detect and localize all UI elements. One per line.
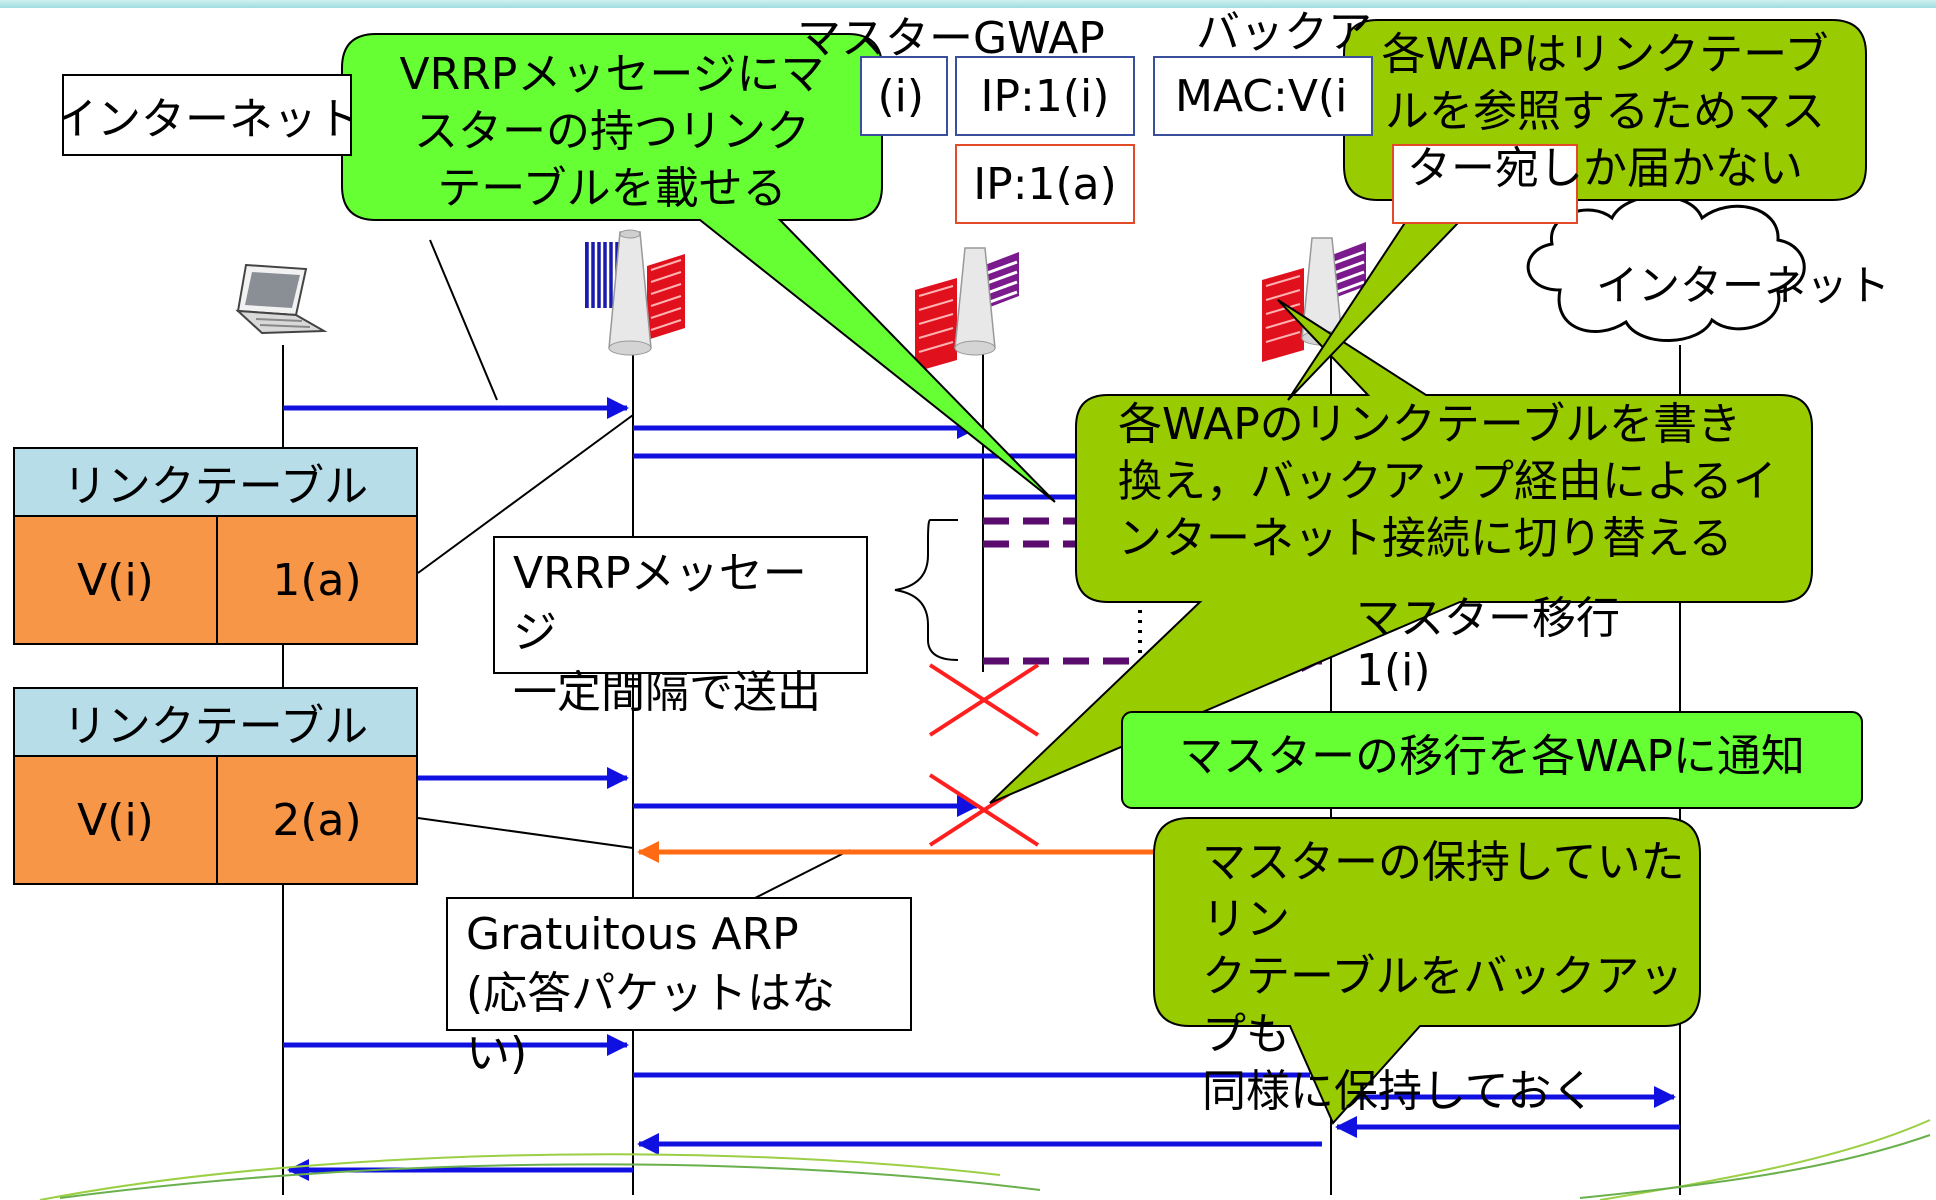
master-transition-ip: 1(i) bbox=[1356, 645, 1431, 696]
link-table-1-title: リンクテーブル bbox=[13, 447, 418, 517]
master-gwap-title: マスターGWAP bbox=[797, 13, 1105, 64]
vrrp-interval-brace bbox=[894, 519, 959, 661]
master-gwap-icon bbox=[915, 247, 1019, 372]
internet-left-box: インターネット bbox=[62, 74, 352, 156]
callout-only-master-reached: 各WAPはリンクテーブ ルを参照するためマス ター宛しか届かない bbox=[1381, 29, 1829, 195]
callout-vrrp-carries-table-shape bbox=[341, 33, 1056, 503]
callout-rewrite-tables: 各WAPのリンクテーブルを書き 換え，バックアップ経由によるイ ンターネット接続… bbox=[1118, 399, 1777, 565]
pointer-line-table2 bbox=[417, 817, 634, 849]
master-mac-box: (i) bbox=[860, 56, 948, 136]
link-table-2-value: 2(a) bbox=[216, 757, 418, 885]
slide-top-band bbox=[0, 0, 1936, 8]
laptop-icon bbox=[235, 263, 328, 335]
footer-swoosh bbox=[39, 1119, 1931, 1200]
link-table-1-value: 1(a) bbox=[216, 517, 418, 645]
internet-cloud-label: インターネット bbox=[1596, 261, 1891, 310]
master-ip-a-box: IP:1(a) bbox=[955, 144, 1135, 224]
backup-gwap-icon bbox=[1262, 237, 1366, 362]
pointer-line-arp bbox=[754, 849, 851, 899]
cross-icon-master-down bbox=[928, 663, 1040, 737]
link-table-2: リンクテーブル V(i) 2(a) bbox=[13, 687, 418, 887]
link-table-2-key: V(i) bbox=[13, 757, 218, 885]
callout-backup-keeps-table: マスターの保持していたリン クテーブルをバックアップも 同様に保持しておく bbox=[1202, 837, 1685, 1117]
backup-gwap-title: バックア bbox=[1196, 7, 1372, 58]
backup-ip-box bbox=[1392, 144, 1578, 224]
link-table-1: リンクテーブル V(i) 1(a) bbox=[13, 447, 418, 647]
backup-mac-box: MAC:V(i bbox=[1153, 56, 1373, 136]
master-ip-i-box: IP:1(i) bbox=[955, 56, 1135, 136]
master-transition-label: マスター移行 bbox=[1356, 593, 1620, 644]
pointer-line-table1 bbox=[417, 414, 634, 574]
link-table-1-key: V(i) bbox=[13, 517, 218, 645]
callout-notify-shape bbox=[1121, 711, 1863, 809]
callout-vrrp-carries-table: VRRPメッセージにマ スターの持つリンク テーブルを載せる bbox=[399, 49, 825, 215]
callout-only-master-shape bbox=[1287, 19, 1867, 401]
callout-backup-keeps-table-shape bbox=[1153, 817, 1701, 1125]
link-table-2-title: リンクテーブル bbox=[13, 687, 418, 757]
callout-notify-transition: マスターの移行を各WAPに通知 bbox=[1179, 731, 1805, 782]
vrrp-interval-note: VRRPメッセージ 一定間隔で送出 bbox=[493, 536, 868, 718]
callout-rewrite-tables-shape bbox=[989, 299, 1813, 804]
wap-icon bbox=[585, 229, 685, 356]
pointer-lines bbox=[417, 239, 959, 899]
gratuitous-arp-note: Gratuitous ARP (応答パケットはない) bbox=[446, 897, 912, 1079]
messages bbox=[283, 397, 1680, 1181]
pointer-line-vrrp-callout bbox=[429, 239, 498, 401]
